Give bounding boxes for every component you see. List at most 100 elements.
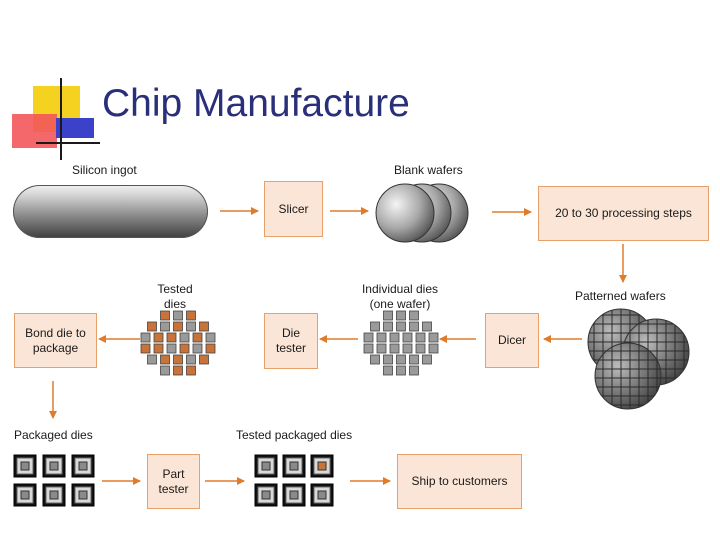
die xyxy=(370,354,380,365)
blank-wafers-graphic xyxy=(375,183,469,243)
packaged-die-chip xyxy=(49,490,59,500)
die xyxy=(383,354,393,365)
tested-packaged-dies-graphic xyxy=(254,454,334,507)
step-ship-label: Ship to customers xyxy=(411,474,508,488)
die xyxy=(160,321,170,332)
die xyxy=(147,354,157,365)
die xyxy=(409,354,419,365)
tested-packaged-die-chip xyxy=(289,490,299,500)
step-bond-die-to-package: Bond die to package xyxy=(14,313,97,368)
step-ship-to-customers: Ship to customers xyxy=(397,454,522,509)
packaged-die-chip xyxy=(20,461,30,471)
die xyxy=(415,332,426,343)
slide-accent xyxy=(12,78,100,160)
die xyxy=(389,332,400,343)
step-dicer: Dicer xyxy=(485,313,539,368)
die xyxy=(389,343,400,354)
die xyxy=(186,321,196,332)
die xyxy=(428,343,439,354)
die xyxy=(428,332,439,343)
die xyxy=(396,365,406,376)
tested-die xyxy=(166,332,177,343)
tested-die xyxy=(173,354,183,365)
die xyxy=(422,321,432,332)
patterned-wafers-graphic xyxy=(587,308,690,410)
tested-die xyxy=(160,354,170,365)
die xyxy=(396,310,406,321)
die xyxy=(383,321,393,332)
die xyxy=(140,332,151,343)
die xyxy=(409,321,419,332)
step-die-tester-label: Die tester xyxy=(275,326,306,355)
step-bond-label: Bond die to package xyxy=(25,325,86,355)
page-title: Chip Manufacture xyxy=(102,82,410,125)
die xyxy=(166,343,177,354)
step-die-tester: Die tester xyxy=(264,313,318,369)
label-individual-dies-line2: (one wafer) xyxy=(369,297,431,311)
tested-packaged-die-chip xyxy=(289,461,299,471)
tested-packaged-die-chip xyxy=(261,461,271,471)
die xyxy=(205,332,216,343)
die xyxy=(409,365,419,376)
die xyxy=(383,365,393,376)
tested-die xyxy=(205,343,216,354)
label-blank-wafers: Blank wafers xyxy=(394,163,463,177)
packaged-dies-graphic xyxy=(13,454,95,507)
step-slicer: Slicer xyxy=(264,181,323,237)
step-dicer-label: Dicer xyxy=(497,333,526,347)
tested-die xyxy=(153,332,164,343)
die xyxy=(192,343,203,354)
tested-die xyxy=(173,365,183,376)
label-patterned-wafers: Patterned wafers xyxy=(575,289,666,303)
die xyxy=(173,310,183,321)
die xyxy=(402,343,413,354)
label-packaged-dies: Packaged dies xyxy=(14,428,93,442)
tested-die xyxy=(147,321,157,332)
die xyxy=(396,321,406,332)
die xyxy=(396,354,406,365)
die xyxy=(160,365,170,376)
label-tested-dies: Tested dies xyxy=(150,282,200,312)
packaged-die-chip xyxy=(78,490,88,500)
packaged-die-chip xyxy=(20,490,30,500)
step-part-tester-label: Part tester xyxy=(158,466,189,496)
silicon-ingot-graphic xyxy=(13,185,208,238)
flow-arrows xyxy=(49,207,627,485)
tested-die xyxy=(199,321,209,332)
step-processing: 20 to 30 processing steps xyxy=(538,186,709,241)
failed-packaged-die-chip xyxy=(317,461,327,471)
tested-dies-graphic xyxy=(140,310,216,376)
label-silicon-ingot: Silicon ingot xyxy=(72,163,137,177)
die xyxy=(376,332,387,343)
tested-die xyxy=(199,354,209,365)
die xyxy=(409,310,419,321)
tested-die xyxy=(160,310,170,321)
tested-die xyxy=(186,310,196,321)
die xyxy=(370,321,380,332)
die xyxy=(179,332,190,343)
tested-die xyxy=(153,343,164,354)
die xyxy=(376,343,387,354)
tested-die xyxy=(179,343,190,354)
step-slicer-label: Slicer xyxy=(278,201,309,216)
label-individual-dies: Individual dies (one wafer) xyxy=(355,282,445,312)
label-tested-dies-line2: dies xyxy=(163,297,186,311)
die xyxy=(402,332,413,343)
tested-die xyxy=(140,343,151,354)
step-processing-label: 20 to 30 processing steps xyxy=(555,206,692,220)
tested-packaged-die-chip xyxy=(317,490,327,500)
die xyxy=(363,343,374,354)
tested-die xyxy=(173,321,183,332)
tested-die xyxy=(192,332,203,343)
packaged-die-chip xyxy=(49,461,59,471)
packaged-die-chip xyxy=(78,461,88,471)
label-individual-dies-line1: Individual dies xyxy=(361,282,439,296)
tested-die xyxy=(186,365,196,376)
die xyxy=(383,310,393,321)
label-tested-dies-line1: Tested xyxy=(157,282,193,296)
die xyxy=(186,354,196,365)
die xyxy=(415,343,426,354)
die xyxy=(422,354,432,365)
tested-packaged-die-chip xyxy=(261,490,271,500)
